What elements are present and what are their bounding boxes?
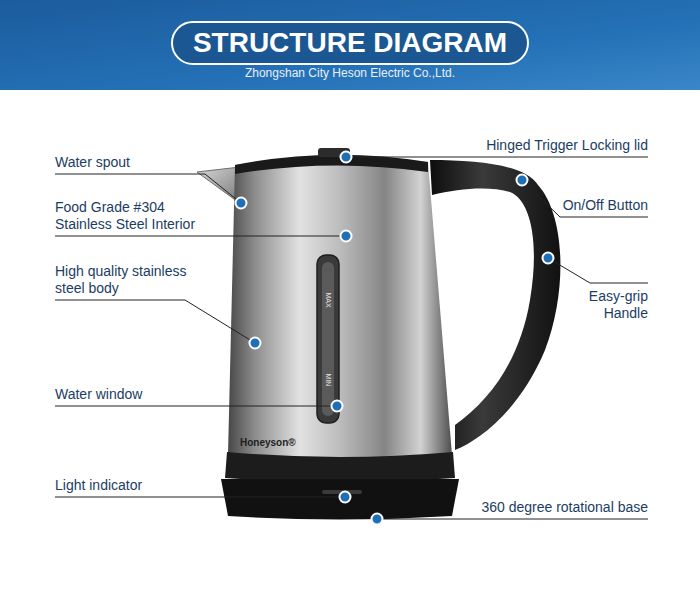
kettle-lid [235,155,428,174]
leader-line [548,258,648,283]
callout-dot [340,492,351,503]
callout-dot [341,231,352,242]
callout-dot [517,175,528,186]
part-label: Water window [55,386,142,403]
callout-dot [543,253,554,264]
part-label: Easy-grip Handle [568,288,648,322]
leader-line [55,406,337,407]
callout-dot [250,338,261,349]
callout-dot [236,198,247,209]
kettle-body [228,157,452,459]
callout-dot [332,401,343,412]
water-window [317,255,339,423]
kettle-base-plate [221,479,459,520]
window-mark: MIN [324,370,332,390]
part-label: On/Off Button [563,197,648,214]
leader-line [522,180,648,217]
brand-logo: Honeyson® [240,437,296,449]
part-label: Food Grade #304 Stainless Steel Interior [55,199,205,233]
leader-line [55,300,255,343]
part-label: High quality stainless steel body [55,263,205,297]
window-mark: MAX [324,290,332,310]
leader-lines [55,157,648,519]
leader-line [346,157,648,158]
leader-line [55,174,241,203]
kettle-handle [430,160,560,450]
callout-dots [236,152,554,525]
window-glass [322,262,334,416]
part-label: Water spout [55,154,130,171]
callout-dot [372,514,383,525]
callout-dot [341,152,352,163]
leader-line [377,519,648,520]
leader-line [55,497,345,498]
part-label: Hinged Trigger Locking lid [486,137,648,154]
part-label: 360 degree rotational base [481,499,648,516]
company-subtitle: Zhongshan City Heson Electric Co.,Ltd. [0,66,700,81]
diagram-title: STRUCTURE DIAGRAM [0,25,700,61]
kettle-base-band [225,452,455,482]
header-band [0,0,700,90]
leader-line [55,236,346,237]
part-label: Light indicator [55,477,142,494]
